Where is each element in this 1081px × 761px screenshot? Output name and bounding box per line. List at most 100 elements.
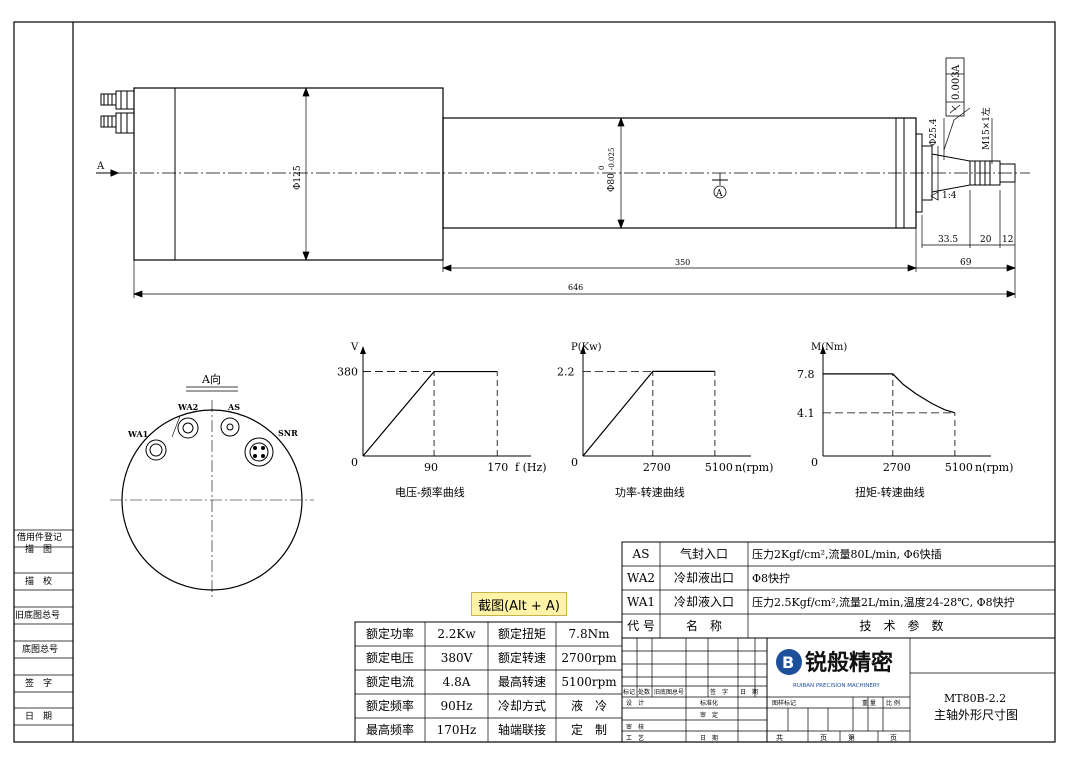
end-view-title: A向 — [201, 372, 221, 386]
end-view: A向 — [110, 372, 314, 600]
spec-cell: 额定转速 — [498, 650, 546, 665]
screenshot-button[interactable]: 截图(Alt + A) — [471, 592, 567, 616]
strip-label: 日 期 — [25, 711, 52, 722]
drawing-name: 主轴外形尺寸图 — [934, 707, 1018, 722]
taper-icon — [930, 191, 939, 201]
spec-cell: 液 冷 — [571, 698, 607, 713]
curve-line — [582, 370, 715, 457]
spec-cell: 4.8A — [443, 675, 471, 689]
dim-69: 69 — [960, 258, 972, 268]
spec-cell: 额定电流 — [366, 674, 414, 689]
tb-label: 共 — [776, 733, 783, 742]
y-axis-arrow — [820, 346, 826, 354]
y-tick-label: 7.8 — [797, 368, 815, 381]
origin-label: 0 — [571, 456, 578, 469]
tb-label: 标记 — [623, 688, 635, 696]
spec-cell: 额定频率 — [366, 698, 414, 713]
spec-cell: 7.8Nm — [569, 627, 611, 641]
port-label: WA1 — [127, 429, 148, 439]
port-label: AS — [227, 402, 240, 412]
tb-label: 审 核 — [626, 723, 644, 731]
company-logo: B 锐般精密 RUIBAN PRECISION MACHINERY — [773, 641, 907, 693]
tb-label: 审 定 — [700, 711, 718, 719]
svg-text:B: B — [782, 653, 794, 672]
strip-label: 旧底图总号 — [15, 609, 60, 621]
strip-label: 描 图 — [25, 543, 52, 555]
drawing-number: MT80B-2.2 — [944, 692, 1006, 705]
tech-cell: 冷却液入口 — [674, 594, 734, 609]
y-axis-label: M(Nm) — [811, 342, 847, 353]
spec-cell: 冷却方式 — [498, 698, 546, 713]
title-block-labels: 标记 处数 旧底图总号 签 字 日 期 设 计 标准化 审 定 审 核 工 艺 … — [623, 688, 900, 742]
left-strip: 借用件登记 描 图 描 校 旧底图总号 底图总号 签 字 日 期 — [14, 529, 73, 726]
dim-tolerance-upper: 0 — [598, 166, 606, 170]
gdt-value: 0.003 — [951, 71, 962, 100]
chart-title: 电压-频率曲线 — [395, 485, 465, 499]
spec-cell: 最高频率 — [366, 722, 414, 737]
tb-label: 第 — [848, 733, 855, 742]
curve-line — [823, 373, 956, 414]
strip-label: 底图总号 — [22, 643, 58, 655]
spec-cell: 170Hz — [437, 723, 477, 737]
dim-diameter-125: Φ125 — [293, 165, 303, 190]
tb-label: 签 字 — [710, 688, 728, 696]
dim-20: 20 — [980, 235, 992, 245]
dim-diameter-25: Φ25.4 — [929, 118, 939, 146]
tech-cell: WA1 — [627, 595, 655, 609]
strip-label: 借用件登记 — [17, 531, 62, 543]
tech-cell: 气封入口 — [680, 546, 728, 561]
tb-label: 标准化 — [700, 699, 718, 707]
tb-label: 比 例 — [886, 699, 900, 707]
y-axis-arrow — [580, 346, 586, 354]
dimension-lines — [133, 87, 1016, 298]
tech-header-cell: 代 号 — [627, 619, 655, 633]
spindle-side-view — [96, 87, 1030, 261]
tb-label: 页 — [820, 734, 827, 742]
tech-header-cell: 技 术 参 数 — [859, 618, 943, 633]
tech-cell: 冷却液出口 — [674, 570, 734, 585]
x-axis-label: n(rpm) — [975, 461, 1013, 474]
tb-label: 工 艺 — [626, 734, 644, 742]
curve-line — [362, 370, 498, 457]
chart-title: 扭矩-转速曲线 — [855, 485, 925, 499]
tb-label: 图样标记 — [772, 699, 796, 707]
dim-350: 350 — [675, 258, 690, 267]
x-axis-label: n(rpm) — [735, 461, 773, 474]
tech-cell: Φ8快拧 — [752, 571, 790, 585]
tech-cell: 压力2Kgf/cm²,流量80L/min, Φ6快插 — [752, 547, 942, 561]
dim-33-5: 33.5 — [938, 235, 958, 245]
logo-text: 锐般精密 — [805, 650, 893, 676]
spec-cell: 5100rpm — [561, 675, 617, 689]
x-tick-label: 90 — [424, 461, 438, 474]
x-tick-label: 5100 — [945, 461, 973, 474]
origin-label: 0 — [351, 456, 358, 469]
strip-label: 签 字 — [25, 677, 52, 689]
spec-cell: 定 制 — [571, 722, 607, 737]
title-block — [621, 637, 1056, 743]
spec-cell: 2700rpm — [561, 651, 617, 665]
x-tick-label: 2700 — [643, 461, 671, 474]
y-tick-label: 2.2 — [557, 365, 575, 378]
port-label: SNR — [278, 428, 298, 438]
tb-label: 设 计 — [626, 699, 644, 707]
logo-subtext: RUIBAN PRECISION MACHINERY — [793, 683, 880, 689]
dim-tolerance-lower: -0.025 — [608, 148, 616, 170]
dim-12: 12 — [1002, 235, 1013, 245]
y-axis-label: P(Kw) — [571, 342, 602, 353]
view-arrow-label: A — [96, 161, 105, 172]
origin-label: 0 — [811, 456, 818, 469]
tech-cell: 压力2.5Kgf/cm²,流量2L/min,温度24-28℃, Φ8快拧 — [752, 595, 1015, 609]
dim-taper: 1:4 — [942, 191, 957, 201]
y-tick-label: 4.1 — [797, 407, 815, 420]
y-tick-label: 380 — [337, 366, 358, 379]
spec-cell: 额定扭矩 — [498, 626, 546, 641]
tech-header-cell: 名 称 — [686, 618, 722, 633]
dim-646: 646 — [568, 283, 583, 292]
tb-label: 日 期 — [740, 688, 758, 696]
